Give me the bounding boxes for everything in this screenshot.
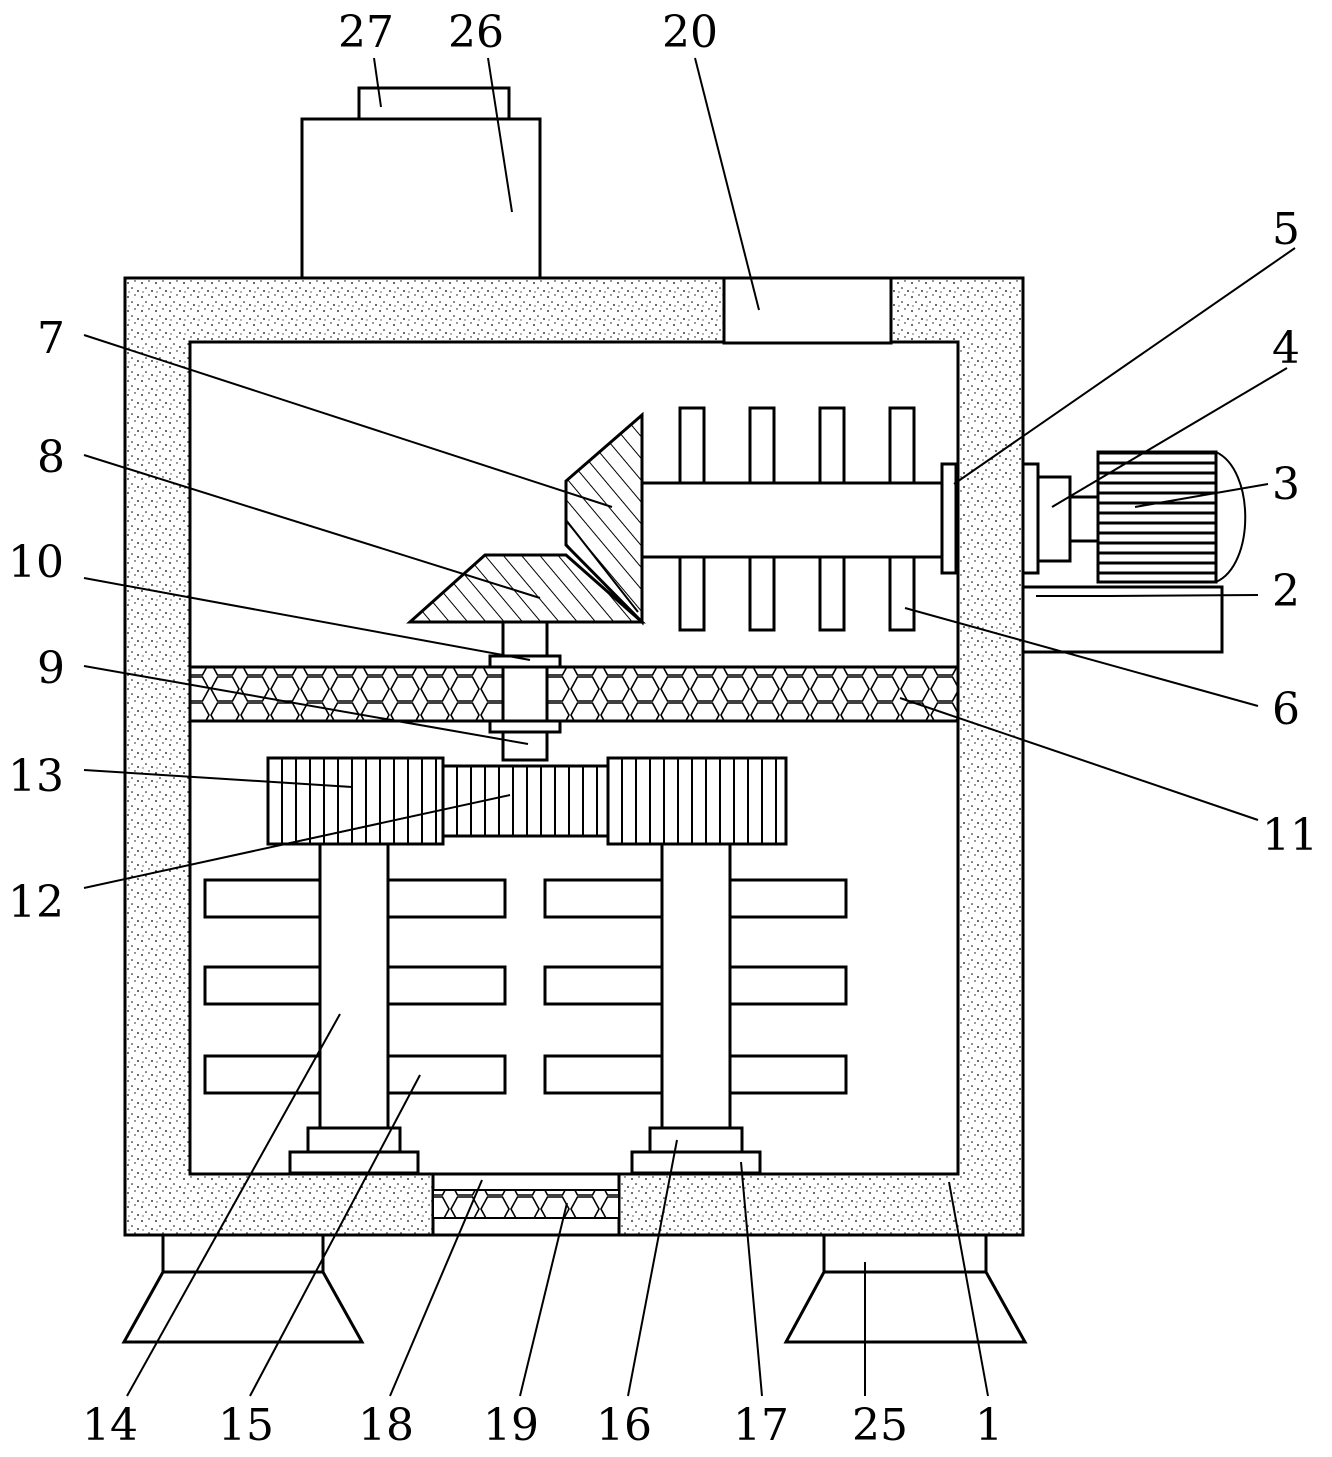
bearing-10 (488, 654, 562, 669)
label-8: 8 (37, 432, 65, 483)
lower-stirring-shafts (203, 842, 848, 1175)
label-25: 25 (852, 1400, 908, 1451)
label-11: 11 (1262, 810, 1318, 861)
label-1: 1 (975, 1400, 1003, 1451)
top-box (300, 117, 542, 280)
label-10: 10 (8, 537, 64, 588)
label-16: 16 (596, 1400, 652, 1451)
label-5: 5 (1272, 204, 1300, 255)
label-15: 15 (218, 1400, 274, 1451)
coupling-4 (1036, 475, 1072, 563)
label-7: 7 (37, 313, 65, 364)
motor-shaft (1068, 495, 1100, 543)
discharge-screen (432, 1189, 620, 1219)
label-3: 3 (1272, 459, 1300, 510)
motor-3 (1096, 450, 1218, 584)
label-13: 13 (8, 751, 64, 802)
label-20: 20 (662, 7, 718, 58)
top-cap (357, 86, 511, 121)
label-6: 6 (1272, 684, 1300, 735)
label-2: 2 (1272, 566, 1300, 617)
label-12: 12 (8, 877, 64, 928)
label-14: 14 (82, 1400, 138, 1451)
support-feet (121, 1233, 1028, 1344)
motor-base (1021, 585, 1224, 654)
filter-screen (188, 665, 960, 723)
bevel-gear-8 (406, 553, 646, 624)
bearing-9 (488, 719, 562, 734)
label-17: 17 (733, 1400, 789, 1451)
label-19: 19 (483, 1400, 539, 1451)
bevel-gear-7 (564, 411, 644, 626)
feed-inlet (722, 276, 893, 345)
vertical-shaft (501, 620, 549, 762)
label-4: 4 (1272, 323, 1300, 374)
bearing-5 (940, 462, 958, 575)
part-labels: 27 26 20 5 4 3 2 7 8 10 9 6 11 13 12 14 … (8, 7, 1318, 1451)
leader-lines (83, 57, 1296, 1397)
label-18: 18 (358, 1400, 414, 1451)
motor-assembly (1021, 450, 1247, 654)
coupling-flange (1021, 462, 1040, 575)
label-27: 27 (338, 7, 394, 58)
label-9: 9 (37, 643, 65, 694)
label-26: 26 (448, 7, 504, 58)
